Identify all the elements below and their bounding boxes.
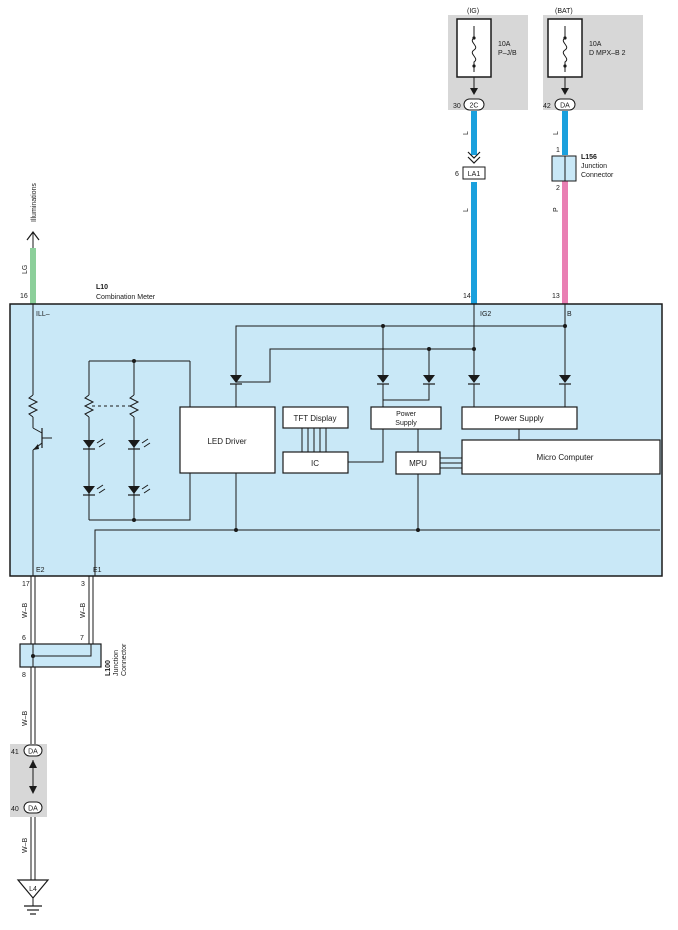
svg-text:40: 40: [11, 806, 19, 813]
fuse-bat-name: D MPX–B 2: [589, 50, 626, 57]
connector-da-40: [23, 801, 43, 814]
led-driver-block: [179, 406, 276, 474]
svg-text:W–B: W–B: [22, 711, 29, 727]
led-1: [83, 438, 106, 450]
svg-text:8: 8: [22, 672, 26, 679]
svg-text:MPU: MPU: [409, 459, 427, 468]
meter-id: L10: [96, 284, 108, 291]
svg-text:LA1: LA1: [468, 171, 481, 178]
micro-computer-block: [461, 439, 661, 475]
fuse-bat-rating: 10A: [589, 41, 602, 48]
l100-id: L100: [105, 660, 112, 676]
svg-text:LG: LG: [22, 265, 29, 274]
l100-desc-1: Junction: [113, 650, 120, 676]
l100-desc-2: Connector: [121, 643, 128, 676]
svg-text:IG2: IG2: [480, 311, 491, 318]
svg-text:E2: E2: [36, 567, 45, 574]
svg-text:DA: DA: [560, 103, 570, 110]
svg-text:16: 16: [20, 293, 28, 300]
combination-meter-body: [9, 303, 663, 577]
svg-text:2C: 2C: [470, 103, 479, 110]
led-2: [128, 438, 151, 450]
svg-text:E1: E1: [93, 567, 102, 574]
fuse-ig-source: (IG): [467, 8, 479, 15]
pin-42: 42: [543, 103, 551, 110]
pin-30: 30: [453, 103, 461, 110]
svg-text:W–B: W–B: [22, 603, 29, 619]
svg-text:P: P: [553, 207, 560, 212]
led-4: [128, 484, 151, 496]
svg-text:ILL–: ILL–: [36, 311, 50, 318]
svg-text:IC: IC: [311, 459, 319, 468]
ground-l4: [16, 879, 50, 899]
svg-text:17: 17: [22, 581, 30, 588]
l156-desc-1: Junction: [581, 163, 607, 170]
connector-la1: [462, 166, 486, 180]
led-3: [83, 484, 106, 496]
power-supply-small-block: [370, 406, 442, 430]
connector-da-41: [23, 744, 43, 757]
svg-text:L: L: [463, 131, 470, 135]
svg-text:Power: Power: [396, 411, 417, 418]
svg-text:2: 2: [556, 185, 560, 192]
fuse-bat-source: (BAT): [555, 8, 573, 15]
svg-text:TFT Display: TFT Display: [294, 414, 337, 423]
junction-l156: [551, 155, 577, 182]
svg-text:Supply: Supply: [395, 420, 417, 427]
connector-2c: [463, 98, 485, 111]
svg-text:13: 13: [552, 293, 560, 300]
tft-display-block: [282, 406, 349, 429]
svg-text:L: L: [553, 131, 560, 135]
illumination-label: Illuminations: [31, 183, 38, 222]
svg-text:6: 6: [22, 635, 26, 642]
svg-text:3: 3: [81, 581, 85, 588]
l156-id: L156: [581, 154, 597, 161]
svg-text:W–B: W–B: [80, 603, 87, 619]
pin-la1: 6: [455, 171, 459, 178]
svg-text:DA: DA: [28, 806, 38, 813]
svg-text:B: B: [567, 311, 572, 318]
svg-text:1: 1: [556, 147, 560, 154]
fuse-ig-rating: 10A: [498, 41, 511, 48]
svg-text:L: L: [463, 208, 470, 212]
svg-text:7: 7: [80, 635, 84, 642]
fuse-ig-name: P–J/B: [498, 50, 517, 57]
svg-text:DA: DA: [28, 749, 38, 756]
svg-text:Micro Computer: Micro Computer: [537, 453, 594, 462]
connector-da-bat: [554, 98, 576, 111]
l156-desc-2: Connector: [581, 172, 614, 179]
svg-text:Power Supply: Power Supply: [494, 414, 543, 423]
svg-text:L4: L4: [29, 886, 37, 893]
svg-text:W–B: W–B: [22, 838, 29, 854]
meter-name: Combination Meter: [96, 294, 156, 301]
svg-text:LED Driver: LED Driver: [207, 437, 246, 446]
svg-text:14: 14: [463, 293, 471, 300]
svg-text:41: 41: [11, 749, 19, 756]
